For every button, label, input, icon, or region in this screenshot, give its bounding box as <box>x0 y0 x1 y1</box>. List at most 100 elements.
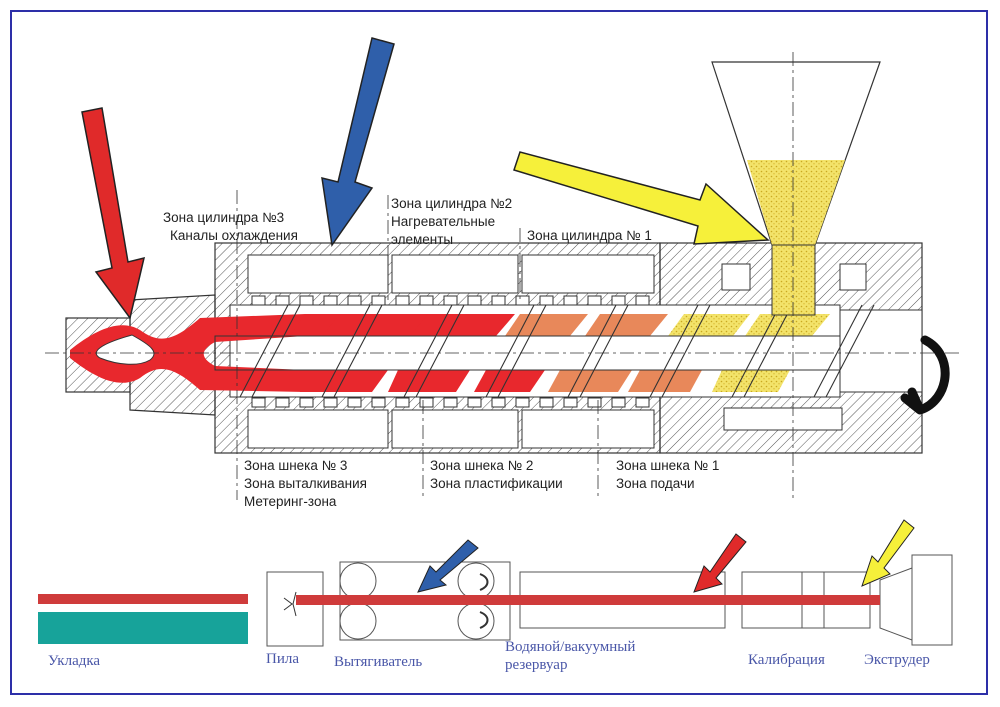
heater-block <box>371 295 386 306</box>
melt-flight-2 <box>322 314 432 336</box>
screw-zone1-subtitle: Зона подачи <box>616 476 695 491</box>
saw-box <box>266 571 324 647</box>
heater-block <box>323 295 338 306</box>
screw-zone-labels: Зона шнека № 3 Зона выталкивания Метерин… <box>244 458 719 509</box>
transition-4 <box>628 370 702 392</box>
screw-flight <box>403 304 465 398</box>
screw-zone3-title: Зона шнека № 3 <box>244 458 347 473</box>
heater-block <box>491 397 506 408</box>
heater-block <box>611 295 626 306</box>
red-arrow-icon <box>81 107 146 320</box>
barrel-zone2-title: Зона цилиндра №2 <box>391 196 512 211</box>
puller-roller-3 <box>457 562 495 600</box>
port-3 <box>723 407 843 431</box>
heater-block <box>587 295 602 306</box>
port-1 <box>721 263 751 291</box>
blue-arrow-icon <box>321 37 395 247</box>
heater-block <box>635 295 650 306</box>
barrel-zone3-title: Зона цилиндра №3 <box>163 210 284 225</box>
melt-die <box>70 314 305 392</box>
saw-label: Пила <box>266 651 299 667</box>
melt-flight-4 <box>300 370 388 392</box>
heater-block <box>467 295 482 306</box>
screw-flight <box>485 304 547 398</box>
heater-block <box>491 295 506 306</box>
heater-block <box>299 397 314 408</box>
rotation-arrow-icon <box>900 335 950 415</box>
screw-flights <box>239 304 875 398</box>
heater-block <box>275 295 290 306</box>
pellets-1 <box>668 314 750 336</box>
port-2 <box>839 263 867 291</box>
heater-block <box>299 295 314 306</box>
heater-block <box>467 397 482 408</box>
heater-block <box>275 397 290 408</box>
line-labels: Укладка Пила Вытягиватель Водяной/вакуум… <box>48 639 930 673</box>
small-blue-arrow-icon <box>417 539 479 593</box>
zone-arrows <box>81 37 770 320</box>
small-yellow-arrow-icon <box>861 519 915 587</box>
stack-table <box>38 612 248 644</box>
heater-block <box>395 295 410 306</box>
heater-block <box>587 397 602 408</box>
screw-zone2-title: Зона шнека № 2 <box>430 458 533 473</box>
heater-block <box>539 397 554 408</box>
puller-rotation-icon <box>479 573 489 629</box>
chamber-bottom-1 <box>521 409 655 449</box>
heater-block <box>563 295 578 306</box>
tank-label-line2: резервуар <box>505 657 567 673</box>
extruder-body <box>911 554 953 646</box>
heater-block <box>539 295 554 306</box>
calibration-label: Калибрация <box>748 652 825 668</box>
chamber-top-1 <box>521 254 655 294</box>
screw-flight <box>321 304 383 398</box>
die-core <box>95 334 155 365</box>
zone-dividers <box>236 190 599 500</box>
heater-block <box>251 397 266 408</box>
feed-throat <box>771 244 816 316</box>
extruder-head <box>879 567 913 641</box>
transition-3 <box>548 370 632 392</box>
heater-block <box>251 295 266 306</box>
stacked-profile <box>38 594 248 604</box>
screw-zone3-subtitle2: Метеринг-зона <box>244 494 337 509</box>
heater-block <box>419 295 434 306</box>
heater-block <box>515 295 530 306</box>
screw-flight <box>649 304 711 398</box>
puller-label: Вытягиватель <box>334 654 422 670</box>
transition-1 <box>505 314 588 336</box>
puller-roller-4 <box>457 602 495 640</box>
chamber-bottom-3 <box>247 409 389 449</box>
heater-block <box>443 295 458 306</box>
barrel-zone3-subtitle: Каналы охлаждения <box>170 228 298 243</box>
tank-label-line1: Водяной/вакуумный <box>505 639 635 655</box>
heater-block <box>563 397 578 408</box>
heater-block <box>395 397 410 408</box>
screw-flight <box>567 304 629 398</box>
heater-block <box>371 397 386 408</box>
barrel-zone2-subtitle: Нагревательные <box>391 214 495 229</box>
profile-strand <box>296 595 880 605</box>
transition-2 <box>585 314 668 336</box>
yellow-arrow-icon <box>513 151 770 245</box>
screw-zone3-subtitle: Зона выталкивания <box>244 476 367 491</box>
drive-shaft <box>839 309 923 393</box>
heater-elements <box>251 295 650 408</box>
screw-flight <box>731 304 793 398</box>
heater-block <box>347 295 362 306</box>
chamber-top-3 <box>247 254 389 294</box>
barrel-zone2-subtitle2: элементы <box>391 232 453 247</box>
melt-flight-3 <box>410 314 515 336</box>
heater-block <box>323 397 338 408</box>
heater-block <box>515 397 530 408</box>
puller-roller-2 <box>339 602 377 640</box>
chamber-bottom-2 <box>391 409 519 449</box>
melt-flow <box>70 314 830 392</box>
screw <box>45 304 960 398</box>
hopper-pellets <box>747 160 845 245</box>
chamber-top-2 <box>391 254 519 294</box>
hopper <box>711 52 881 500</box>
screw-zone1-title: Зона шнека № 1 <box>616 458 719 473</box>
melt-flight-5 <box>388 370 470 392</box>
